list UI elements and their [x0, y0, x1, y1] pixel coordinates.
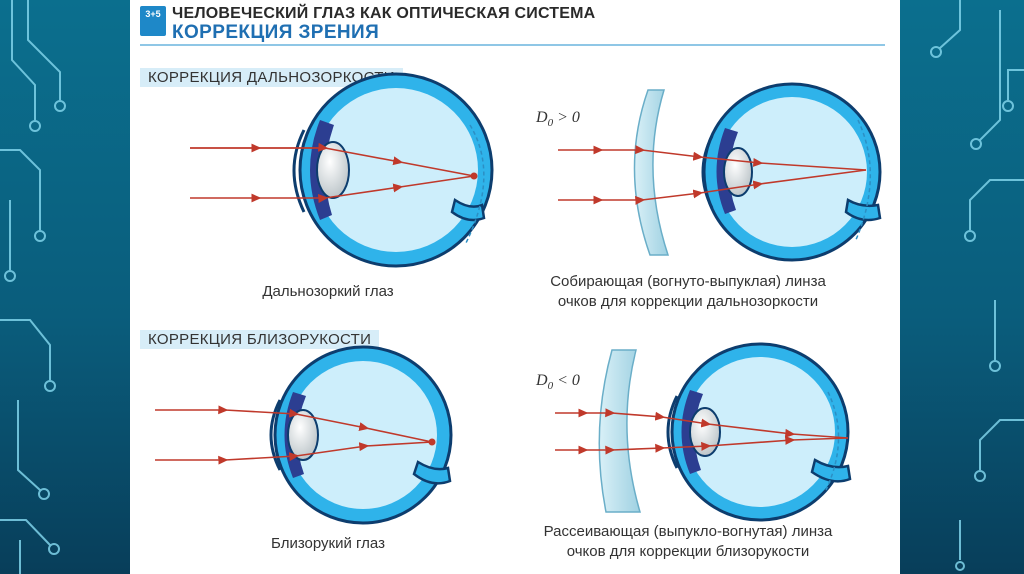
caption-diverging-lens-line1: Рассеивающая (выпукло-вогнутая) линза	[543, 523, 833, 540]
header-logo-icon: 3+5	[140, 6, 166, 36]
optical-power-formula-negative: D0< 0	[535, 372, 580, 392]
header-subtitle: КОРРЕКЦИЯ ЗРЕНИЯ	[172, 22, 380, 43]
converging-lens-eye-drawing	[558, 82, 882, 262]
caption-converging-lens-line1: Собирающая (вогнуто-выпуклая) линза	[550, 273, 826, 290]
caption-hyperopic-eye: Дальнозоркий глаз	[262, 283, 394, 300]
caption-diverging-lens-line2: очков для коррекции близорукости	[566, 543, 810, 560]
diverging-lens-eye-drawing	[555, 342, 852, 522]
myopic-eye-drawing	[155, 345, 453, 525]
circuit-decoration-left	[0, 0, 66, 574]
circuit-decoration-right	[930, 0, 1024, 571]
section-title-myopia: КОРРЕКЦИЯ БЛИЗОРУКОСТИ	[140, 330, 380, 349]
hyperopic-eye-drawing	[190, 72, 494, 268]
caption-myopic-eye: Близорукий глаз	[271, 535, 385, 552]
caption-converging-lens-line2: очков для коррекции дальнозоркости	[557, 293, 819, 310]
header-divider	[140, 44, 885, 46]
section-title-hyperopia: КОРРЕКЦИЯ ДАЛЬНОЗОРКОСТИ	[140, 68, 403, 87]
header-title: ЧЕЛОВЕЧЕСКИЙ ГЛАЗ КАК ОПТИЧЕСКАЯ СИСТЕМА	[172, 5, 596, 22]
optical-power-formula-positive: D0> 0	[535, 109, 580, 129]
